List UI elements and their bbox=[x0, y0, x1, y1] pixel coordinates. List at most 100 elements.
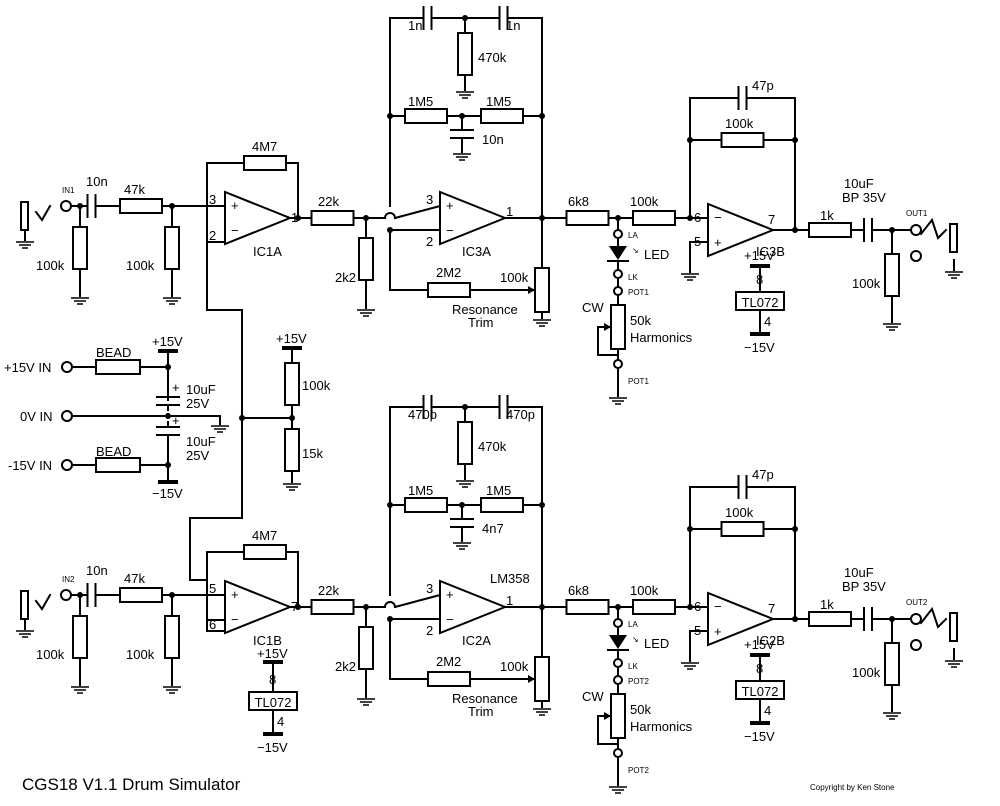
label: 6 bbox=[694, 210, 701, 225]
label: 100k bbox=[126, 258, 155, 273]
wire bbox=[389, 618, 421, 680]
label: 2M2 bbox=[436, 654, 461, 669]
label: IC2B bbox=[756, 633, 785, 648]
label: LK bbox=[628, 273, 638, 282]
wire bbox=[689, 486, 731, 608]
label: 100k bbox=[630, 583, 659, 598]
label: IC2A bbox=[462, 633, 491, 648]
r-100k bbox=[632, 599, 676, 615]
wire-crossing bbox=[383, 212, 397, 220]
label: 2 bbox=[426, 234, 433, 249]
bead-2 bbox=[95, 457, 141, 473]
label: 8 bbox=[269, 672, 276, 687]
output-gnd-resistor bbox=[884, 642, 900, 686]
opamp-sign: + bbox=[714, 235, 722, 250]
wiper-arrow bbox=[528, 286, 535, 294]
wire bbox=[919, 606, 948, 629]
label: BEAD bbox=[96, 345, 131, 360]
label: +15V bbox=[257, 646, 288, 661]
label: POT1 bbox=[628, 288, 649, 297]
feedback-resistor bbox=[243, 544, 287, 560]
label: 50k bbox=[630, 313, 651, 328]
input-jack-sleeve bbox=[20, 590, 29, 620]
junction-dot bbox=[539, 502, 545, 508]
label: 1M5 bbox=[408, 94, 433, 109]
label: 15k bbox=[302, 446, 323, 461]
label: ↘ bbox=[632, 246, 639, 255]
rail-bar bbox=[750, 653, 770, 657]
rail-bar bbox=[282, 346, 302, 350]
gnd-resistor-2 bbox=[164, 615, 180, 659]
label: +15V bbox=[276, 331, 307, 346]
label: +15V bbox=[744, 248, 775, 263]
label: +15V bbox=[152, 334, 183, 349]
label: 100k bbox=[500, 659, 529, 674]
resonance-trim-pot bbox=[534, 267, 550, 313]
output-gnd-resistor bbox=[884, 253, 900, 297]
rail-bar bbox=[750, 264, 770, 268]
input-jack-sleeve bbox=[20, 201, 29, 231]
label: 1M5 bbox=[486, 94, 511, 109]
r-470k bbox=[457, 32, 473, 76]
label: LA bbox=[628, 620, 638, 629]
label: 6k8 bbox=[568, 194, 589, 209]
harmonics-pot bbox=[610, 693, 626, 739]
label: 100k bbox=[725, 116, 754, 131]
label: −15V bbox=[257, 740, 288, 755]
input-resistor bbox=[119, 198, 163, 214]
label: LM358 bbox=[490, 571, 530, 586]
r-2k2 bbox=[358, 626, 374, 670]
label: 2 bbox=[209, 228, 216, 243]
junction-dot bbox=[239, 415, 245, 421]
wire bbox=[289, 162, 299, 219]
label: 100k bbox=[725, 505, 754, 520]
r-470k bbox=[457, 421, 473, 465]
wire bbox=[289, 551, 299, 608]
label: +15V IN bbox=[4, 360, 51, 375]
label: 4 bbox=[764, 703, 771, 718]
wire bbox=[34, 593, 52, 611]
label: 1M5 bbox=[486, 483, 511, 498]
label: 4 bbox=[764, 314, 771, 329]
wire bbox=[393, 204, 442, 220]
r-2m2 bbox=[427, 671, 471, 687]
label: 100k bbox=[36, 258, 65, 273]
wire bbox=[71, 415, 221, 425]
opamp-sign: + bbox=[231, 198, 239, 213]
input-gnd-resistor bbox=[72, 226, 88, 270]
r-1k bbox=[808, 611, 852, 627]
label: 4M7 bbox=[252, 528, 277, 543]
label: LED bbox=[644, 247, 669, 262]
label: IC3B bbox=[756, 244, 785, 259]
label: 0V IN bbox=[20, 409, 53, 424]
label: 470p bbox=[506, 407, 535, 422]
output-jack-sleeve bbox=[949, 612, 958, 642]
opamp-sign: + bbox=[231, 587, 239, 602]
output-jack-sleeve bbox=[949, 223, 958, 253]
opamp-2 bbox=[439, 190, 508, 246]
wire bbox=[689, 630, 709, 662]
label: 47p bbox=[752, 78, 774, 93]
label: 1n bbox=[408, 18, 422, 33]
label: 10n bbox=[86, 174, 108, 189]
opamp-sign: − bbox=[446, 223, 454, 238]
terminal bbox=[910, 224, 922, 236]
label: −15V bbox=[152, 486, 183, 501]
terminal bbox=[60, 589, 72, 601]
label: 7 bbox=[768, 601, 775, 616]
pot-pad bbox=[613, 286, 623, 296]
r-1k bbox=[808, 222, 852, 238]
label: Trim bbox=[468, 315, 494, 330]
wire bbox=[389, 229, 421, 291]
opamp-sign: + bbox=[446, 198, 454, 213]
r-22k bbox=[310, 210, 355, 226]
label: CW bbox=[582, 689, 604, 704]
label: 5 bbox=[694, 234, 701, 249]
label: 47k bbox=[124, 571, 145, 586]
label: 1 bbox=[291, 210, 298, 225]
input-gnd-resistor bbox=[72, 615, 88, 659]
opamp-sign: − bbox=[714, 210, 722, 225]
label: −15V bbox=[744, 340, 775, 355]
led-anode-pad bbox=[613, 229, 623, 239]
